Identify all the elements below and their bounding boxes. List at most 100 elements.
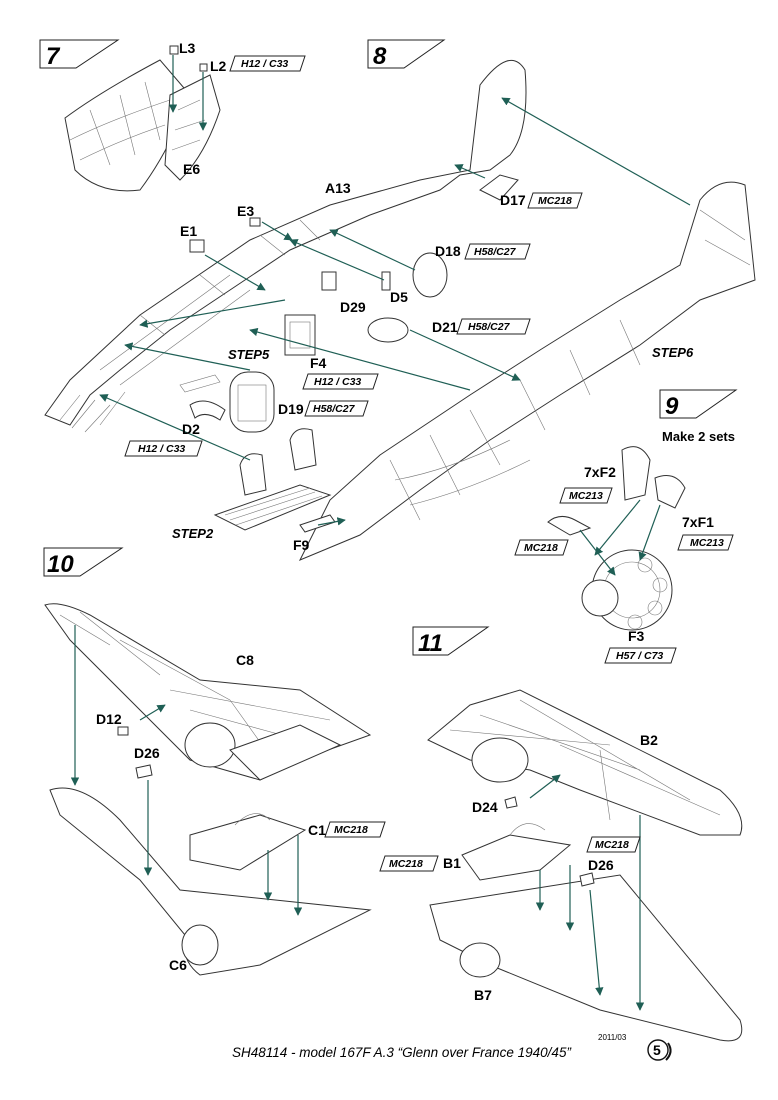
part-d17-shape	[479, 174, 519, 201]
paint-d2: H12 / C33	[124, 440, 203, 457]
date-code: 2011/03	[598, 1033, 627, 1042]
arrow-f2	[594, 499, 641, 556]
paint-f4: H12 / C33	[302, 373, 379, 390]
step-10-section: 10 C8 D12 D26 C1 MC218 C6	[43, 547, 386, 976]
arrow-step2	[99, 394, 251, 461]
step-9-header: 9	[659, 389, 738, 420]
label-c6: C6	[169, 957, 187, 973]
step-8-number: 8	[373, 43, 387, 70]
step-7-number: 7	[46, 43, 61, 70]
paint-d26b: MC218	[586, 836, 641, 853]
paint-l2: H12 / C33	[229, 55, 306, 72]
label-d2: D2	[182, 421, 200, 437]
step-9-number: 9	[665, 393, 679, 420]
page-number-badge: 5	[647, 1039, 672, 1061]
arrow-f4	[249, 327, 471, 391]
arrow-belts	[579, 529, 616, 576]
step-9-note: Make 2 sets	[662, 429, 735, 444]
svg-text:MC218: MC218	[595, 839, 629, 851]
arrow-d24	[529, 774, 561, 799]
paint-f2: MC213	[559, 487, 613, 504]
svg-text:H58/C27: H58/C27	[468, 321, 511, 333]
part-l2-shape	[199, 63, 208, 72]
part-d18-shape	[412, 252, 448, 298]
arrow-e3	[261, 221, 293, 241]
label-b2: B2	[640, 732, 658, 748]
svg-text:MC218: MC218	[389, 858, 423, 870]
label-step2: STEP2	[172, 526, 214, 541]
label-c8: C8	[236, 652, 254, 668]
paint-d21: H58/C27	[456, 318, 531, 335]
cockpit-floor-drawing	[213, 428, 332, 531]
label-step6: STEP6	[652, 345, 694, 360]
label-f1: 7xF1	[682, 514, 714, 530]
label-f9: F9	[293, 537, 310, 553]
label-e3: E3	[237, 203, 254, 219]
svg-text:MC218: MC218	[524, 542, 558, 554]
arrow-d18	[329, 229, 416, 271]
step-9-section: 9 Make 2 sets 7xF2 MC213 7xF1 MC213	[514, 389, 738, 664]
upper-wing-right-drawing	[427, 689, 743, 836]
arrow-f9	[317, 517, 346, 526]
arrow-d26b	[589, 889, 604, 996]
arrow-d5	[289, 239, 385, 281]
label-f2: 7xF2	[584, 464, 616, 480]
arrow-d21	[409, 329, 521, 381]
label-d17: D17	[500, 192, 526, 208]
label-d5: D5	[390, 289, 408, 305]
svg-text:MC213: MC213	[690, 537, 724, 549]
paint-belts: MC218	[514, 539, 569, 556]
label-d24: D24	[472, 799, 498, 815]
label-d18: D18	[435, 243, 461, 259]
label-a13: A13	[325, 180, 351, 196]
page-number: 5	[653, 1042, 661, 1058]
upper-wing-left-drawing	[44, 603, 372, 781]
label-d26b: D26	[588, 857, 614, 873]
lower-wing-left-drawing	[49, 787, 372, 976]
svg-text:H57 / C73: H57 / C73	[616, 650, 663, 662]
svg-text:MC213: MC213	[569, 490, 603, 502]
instrument-panel-drawing	[229, 314, 316, 433]
part-l3-shape	[169, 45, 179, 55]
step-7-header: 7	[39, 39, 120, 70]
arrow-d12	[139, 704, 166, 721]
engine-drawing	[547, 446, 686, 631]
label-f3: F3	[628, 628, 645, 644]
arrow-tail	[501, 97, 691, 206]
part-d2-shape	[189, 400, 226, 421]
svg-text:H58/C27: H58/C27	[313, 403, 356, 415]
fuselage-drawing	[44, 60, 756, 561]
svg-text:H58/C27: H58/C27	[474, 246, 517, 258]
arrow-d17	[454, 164, 486, 179]
paint-b1: MC218	[379, 855, 439, 872]
paint-f1: MC213	[677, 534, 734, 551]
label-b1: B1	[443, 855, 461, 871]
footer-title: SH48114 - model 167F A.3 “Glenn over Fra…	[232, 1045, 571, 1060]
part-e1-shape	[189, 239, 205, 253]
svg-text:H12 / C33: H12 / C33	[314, 376, 361, 388]
step-11-section: 11 B2 D24 MC218 B1 MC218 D26	[379, 626, 743, 1042]
part-d26a-shape	[135, 764, 153, 779]
arrow-e1	[204, 254, 266, 291]
label-e6: E6	[183, 161, 200, 177]
part-e3-shape	[249, 217, 261, 227]
arrow-f1	[638, 504, 661, 561]
label-d12: D12	[96, 711, 122, 727]
step-11-number: 11	[418, 630, 443, 657]
label-step5: STEP5	[228, 347, 270, 362]
part-d24-shape	[504, 796, 518, 809]
part-f1-shape	[654, 475, 686, 509]
step-10-header: 10	[43, 547, 124, 578]
paint-f3: H57 / C73	[604, 647, 677, 664]
lower-wing-right-drawing	[429, 823, 743, 1042]
paint-c1: MC218	[324, 821, 386, 838]
part-d12-shape	[117, 726, 129, 736]
paint-d17: MC218	[527, 192, 583, 209]
step-7-section: 7 L3 L2 H12 / C33 E6	[39, 39, 306, 192]
small-parts-drawing	[179, 174, 519, 533]
belts-shape	[547, 516, 592, 536]
step-10-number: 10	[47, 551, 74, 578]
label-c1: C1	[308, 822, 326, 838]
part-d26b-shape	[579, 872, 595, 887]
